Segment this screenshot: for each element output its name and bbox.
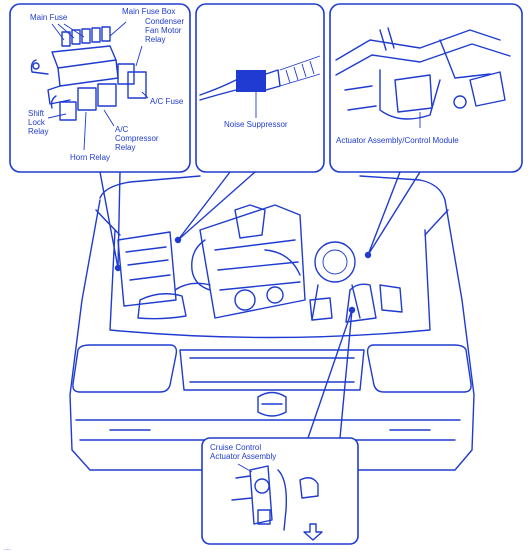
- label-condenser-2: Fan Motor: [145, 26, 182, 35]
- leader-lines: [99, 171, 421, 439]
- footer-code: .....: [4, 546, 11, 552]
- vehicle-drawing: [69, 175, 475, 471]
- label-acc-3: Relay: [115, 143, 135, 152]
- label-noise-suppressor: Noise Suppressor: [224, 120, 288, 129]
- cruise-control-panel: Cruise Control Actuator Assembly: [201, 437, 359, 545]
- label-ac-fuse: A/C Fuse: [150, 97, 184, 106]
- label-cruise-2: Actuator Assembly: [210, 452, 276, 461]
- noise-suppressor-panel: Noise Suppressor: [195, 3, 325, 173]
- label-shift-1: Shift: [28, 109, 45, 118]
- fuse-box-panel: Main Fuse Main Fuse Box Condenser Fan Mo…: [9, 3, 191, 173]
- label-main-fuse: Main Fuse: [30, 13, 68, 22]
- actuator-panel: Actuator Assembly/Control Module: [329, 3, 523, 173]
- label-shift-3: Relay: [28, 127, 48, 136]
- label-acc-2: Compressor: [115, 134, 159, 143]
- label-horn-relay: Horn Relay: [70, 153, 110, 162]
- label-acc-1: A/C: [115, 125, 129, 134]
- label-condenser-3: Relay: [145, 35, 165, 44]
- label-condenser-1: Condenser: [145, 17, 184, 26]
- label-cruise-1: Cruise Control: [210, 443, 261, 452]
- label-shift-2: Lock: [28, 118, 46, 127]
- label-actuator: Actuator Assembly/Control Module: [336, 136, 459, 145]
- label-main-fuse-box: Main Fuse Box: [122, 7, 175, 16]
